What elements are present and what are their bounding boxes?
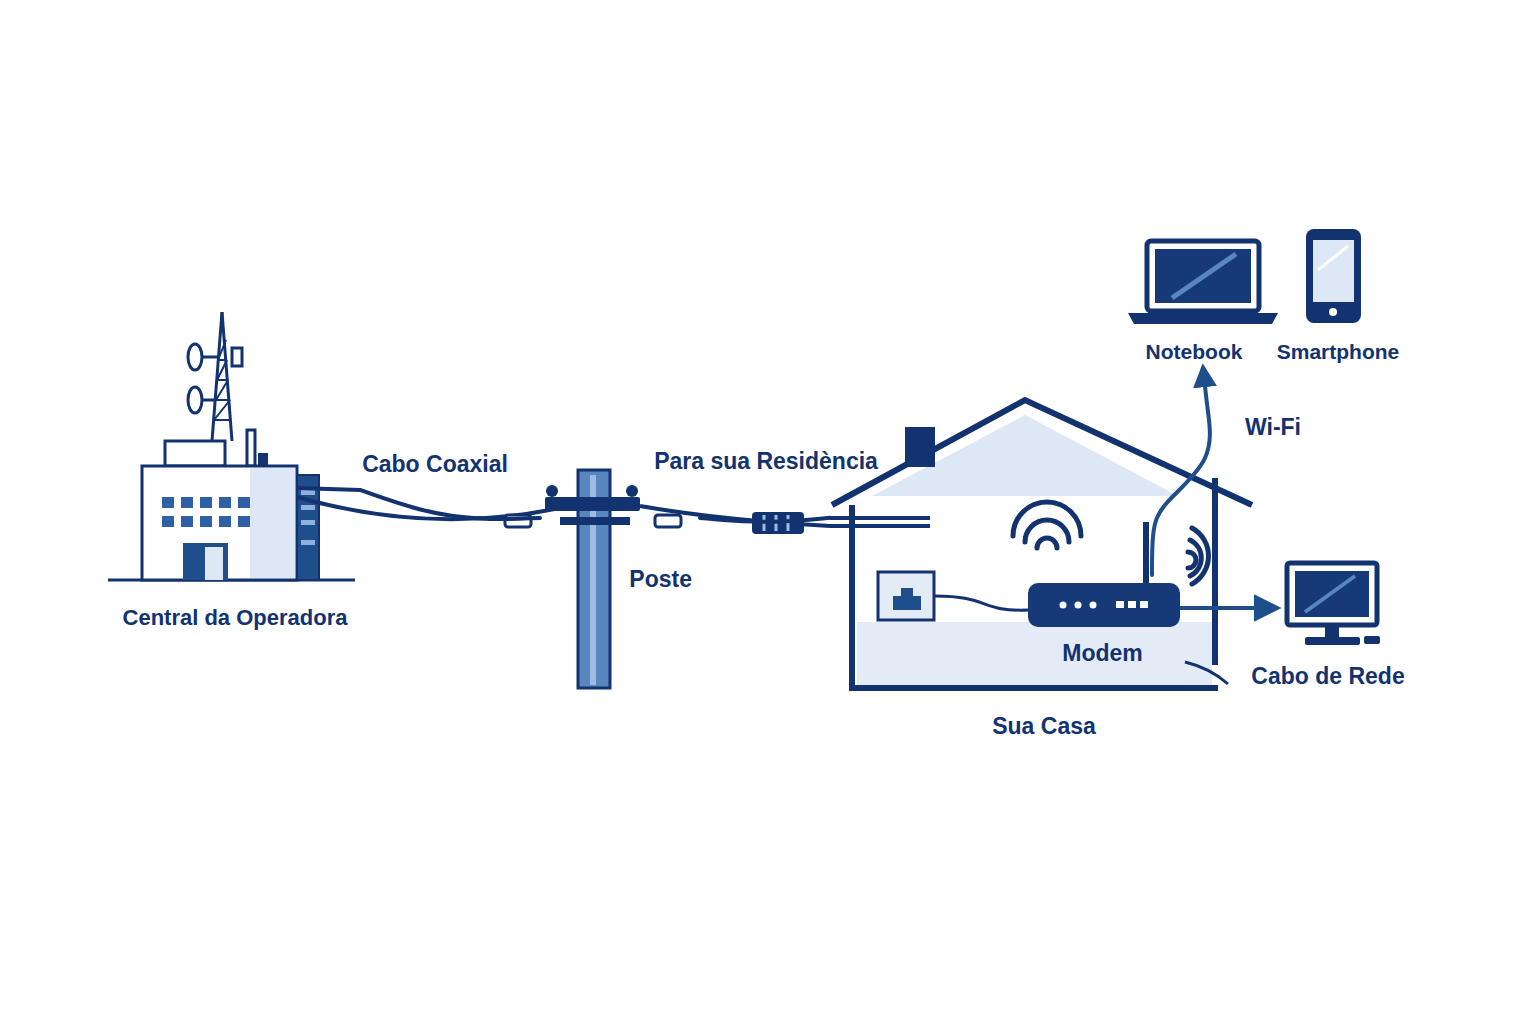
coaxial-cable xyxy=(297,488,930,526)
edge-label: Para sua Residència xyxy=(651,448,881,476)
coaxial-cable xyxy=(700,518,830,522)
node-label: Poste xyxy=(629,566,692,594)
modem-device xyxy=(1013,502,1209,627)
node-label: Smartphone xyxy=(1277,339,1400,364)
coaxial-cable xyxy=(360,490,540,519)
house xyxy=(832,400,1252,688)
edge-label: Cabo Coaxial xyxy=(359,451,511,479)
leader-line xyxy=(1185,662,1228,684)
building-node: Central da Operadora xyxy=(110,300,360,635)
cable-label: Cabo de Rede xyxy=(1248,663,1407,691)
node-label: Sua Casa xyxy=(992,713,1096,741)
edge-label: Wi-Fi xyxy=(1242,414,1304,442)
node-label: Modem xyxy=(1062,640,1143,668)
pole-node: Poste xyxy=(540,470,700,690)
smartphone-node: Smartphone xyxy=(1267,220,1410,368)
notebook-icon xyxy=(1128,241,1278,324)
operator-building xyxy=(108,312,355,580)
node-label: Central da Operadora xyxy=(123,605,348,631)
smartphone-icon xyxy=(1306,229,1361,323)
utility-pole xyxy=(505,470,804,688)
wifi-arrow xyxy=(1152,368,1210,575)
notebook-node: Notebook xyxy=(1118,232,1270,368)
modem-node: Modem xyxy=(1020,575,1185,672)
node-label: Notebook xyxy=(1146,339,1243,364)
house-node: Sua Casa Modem xyxy=(830,395,1258,745)
